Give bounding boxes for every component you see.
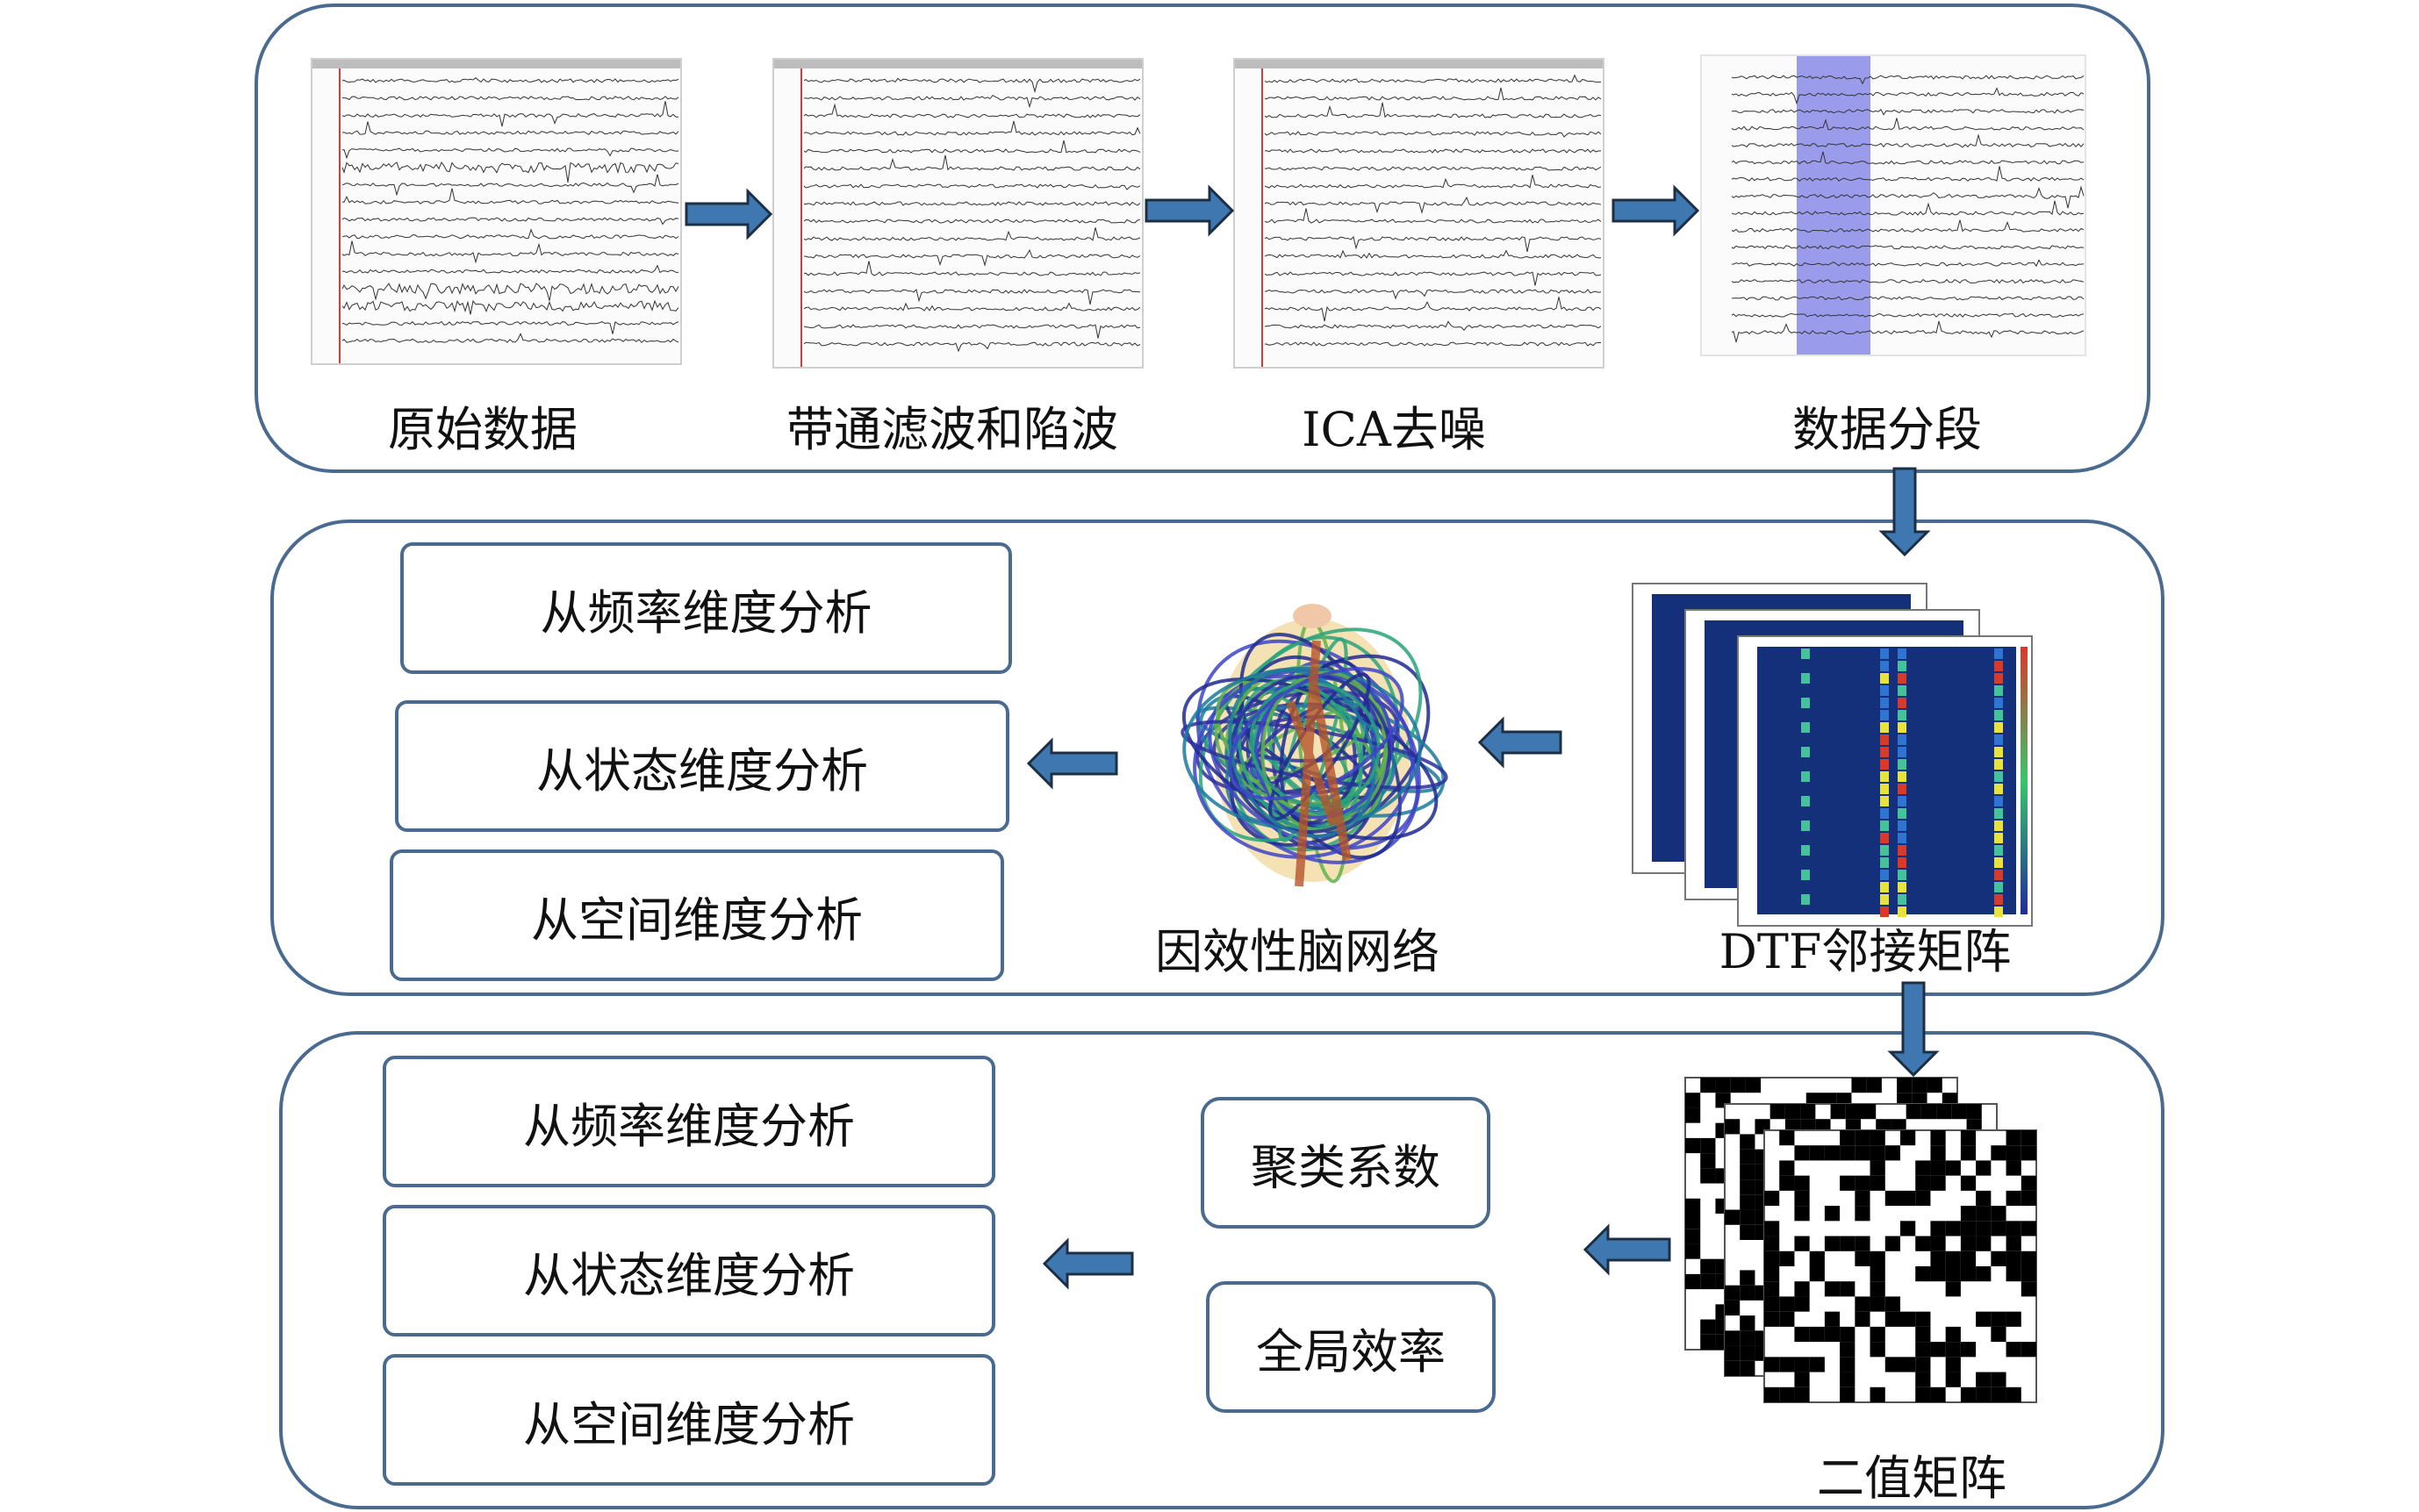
binary-matrix-stack	[1684, 1077, 2037, 1403]
caption-ica: ICA去噪	[1302, 402, 1486, 457]
raw-eeg-thumbnail	[311, 58, 682, 365]
caption-raw-data: 原始数据	[388, 402, 578, 457]
caption-binary-matrix: 二值矩阵	[1817, 1451, 2006, 1506]
spatial-analysis-box-2: 从空间维度分析	[383, 1354, 995, 1486]
global-efficiency-box: 全局效率	[1206, 1281, 1496, 1413]
ica-eeg-thumbnail	[1233, 58, 1604, 369]
frequency-analysis-box-2: 从频率维度分析	[383, 1056, 995, 1187]
filtered-eeg-thumbnail	[772, 58, 1144, 369]
spatial-analysis-box-1: 从空间维度分析	[390, 849, 1004, 981]
caption-filtering: 带通滤波和陷波	[786, 402, 1118, 457]
segment-highlight	[1797, 56, 1870, 355]
state-analysis-box-2: 从状态维度分析	[383, 1205, 995, 1336]
state-analysis-box-1: 从状态维度分析	[395, 700, 1009, 832]
clustering-coefficient-box: 聚类系数	[1201, 1097, 1490, 1229]
caption-segmentation: 数据分段	[1792, 402, 1982, 457]
caption-dtf-matrix: DTF邻接矩阵	[1719, 924, 2012, 979]
dtf-matrix-stack	[1632, 583, 2033, 927]
brain-network-icon	[1181, 604, 1448, 887]
frequency-analysis-box-1: 从频率维度分析	[400, 542, 1012, 674]
caption-brain-network: 因效性脑网络	[1155, 924, 1439, 979]
segmented-eeg-thumbnail	[1700, 54, 2086, 356]
